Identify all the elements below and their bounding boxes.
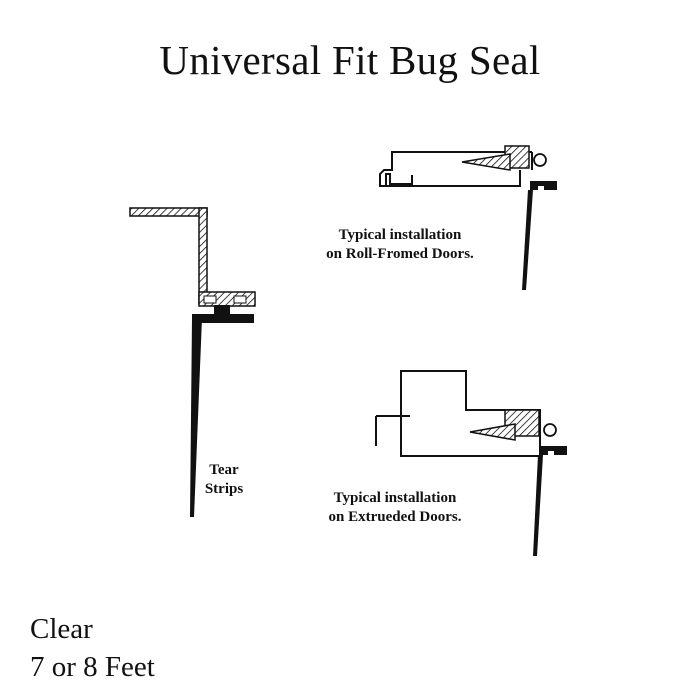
tear-strips-label: Tear Strips: [188, 461, 260, 499]
caption-line: Strips: [204, 481, 244, 497]
caption-line: on Extrueded Doors.: [328, 509, 462, 525]
length-text: 7 or 8 Feet: [30, 651, 155, 683]
caption-line: Typical installation: [333, 490, 457, 506]
extruded-door-diagram: [375, 370, 567, 556]
extruded-doors-caption: Typical installation on Extrueded Doors.: [295, 489, 495, 527]
caption-line: Typical installation: [338, 227, 462, 243]
seal-profile-cross-section: [129, 207, 256, 517]
page-title: Universal Fit Bug Seal: [159, 37, 541, 83]
roll-formed-doors-caption: Typical installation on Roll-Fromed Door…: [300, 226, 500, 264]
caption-line: on Roll-Fromed Doors.: [326, 246, 474, 262]
color-text: Clear: [30, 613, 93, 645]
caption-line: Tear: [209, 462, 239, 478]
roll-formed-door-diagram: [379, 145, 557, 290]
